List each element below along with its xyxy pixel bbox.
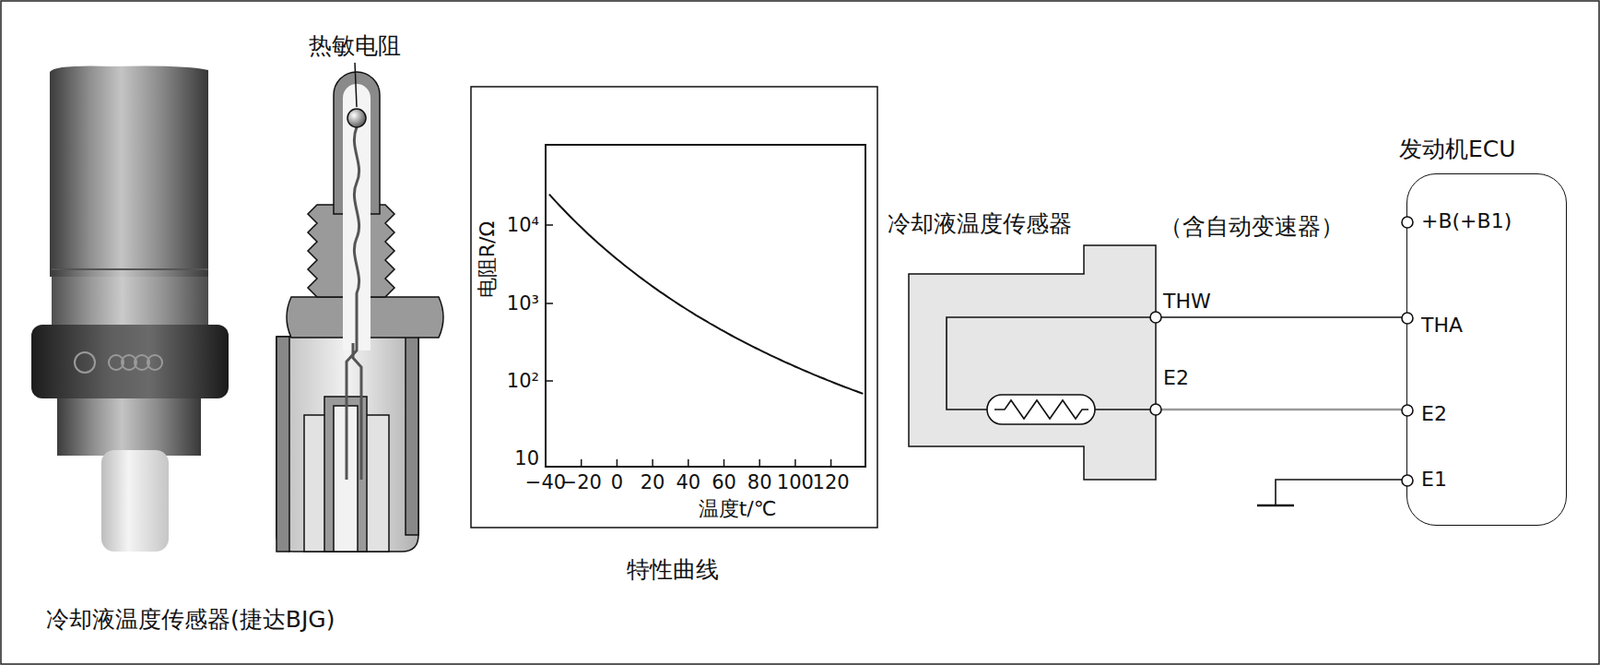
sensor-connector-box: 冷却液温度传感器 [908, 245, 1156, 480]
pin-terminal [1401, 474, 1413, 486]
signal-wire [1155, 316, 1407, 318]
pin-label: E2 [1163, 366, 1189, 389]
pin-label: +B(+B1) [1421, 210, 1512, 232]
figure-caption: 冷却液温度传感器(捷达BJG) [46, 607, 335, 632]
axis-tick-label: 10⁴ [506, 214, 540, 236]
axis-tick-label: 20 [640, 471, 666, 493]
sensor-outline [908, 245, 1156, 480]
axis-tick-label: 40 [675, 471, 701, 493]
note-label: （含自动变速器） [1159, 214, 1344, 239]
pin-label: THW [1163, 290, 1212, 312]
sensor-shape [908, 245, 1156, 480]
resistor-symbol [994, 400, 1089, 419]
signal-wire [1155, 408, 1407, 412]
pin-terminal [1401, 404, 1413, 416]
axis-tick-label: −20 [561, 471, 602, 493]
characteristic-chart [470, 86, 878, 528]
axis-tick-label: 60 [711, 471, 737, 493]
pin-terminal [1401, 216, 1413, 228]
pin-terminal [1150, 403, 1162, 415]
resistance-curve [549, 194, 864, 394]
sensor-photo [31, 66, 229, 553]
node-heading: 冷却液温度传感器 [887, 211, 1072, 236]
pin-label: THA [1421, 314, 1463, 336]
thermistor-capsule [987, 394, 1095, 424]
pin-label: E1 [1421, 468, 1448, 490]
axis-tick-label: 80 [747, 471, 773, 493]
axis-tick-label: 100 [776, 471, 814, 493]
axis-tick-label: 10³ [506, 293, 540, 314]
pin-label: E2 [1421, 402, 1448, 424]
node-heading: 发动机ECU [1399, 137, 1517, 162]
chart-caption: 特性曲线 [626, 557, 719, 582]
ground-symbol [1257, 479, 1407, 506]
sensor-cross-section [276, 62, 444, 552]
axis-tick-label: 10 [514, 447, 540, 469]
pin-terminal [1401, 312, 1413, 324]
axis-title: 电阻R/Ω [476, 221, 498, 299]
axis-tick-label: 120 [812, 471, 850, 493]
pin-terminal [1150, 311, 1162, 323]
axis-tick-label: 0 [611, 471, 624, 493]
axis-tick-label: −40 [525, 471, 566, 493]
part-label: 热敏电阻 [308, 34, 401, 59]
axis-tick-label: 10² [506, 370, 540, 391]
axis-title: 温度t/℃ [698, 497, 777, 519]
